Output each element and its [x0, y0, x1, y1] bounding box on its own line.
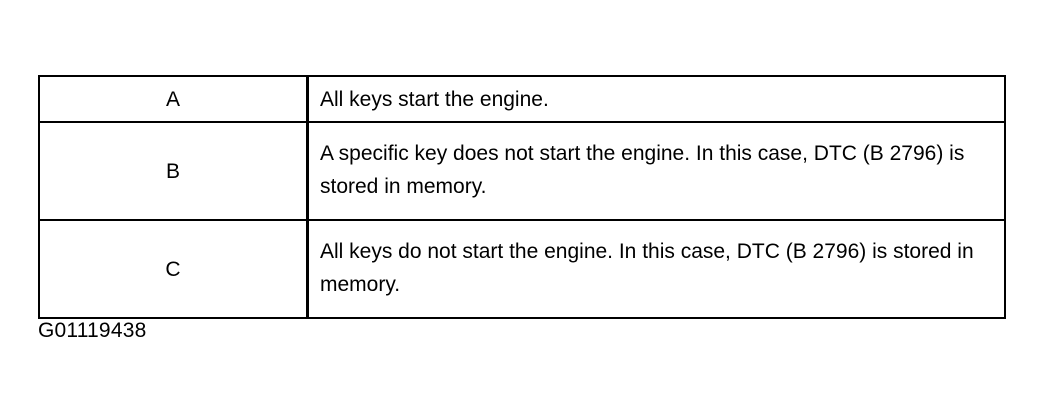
row-key-a: A	[39, 76, 309, 123]
condition-table: A All keys start the engine. B A specifi…	[38, 75, 1006, 319]
table-row-a: A All keys start the engine.	[39, 76, 1005, 123]
row-description-b: A specific key does not start the engine…	[307, 121, 1005, 221]
row-key-c: C	[39, 219, 309, 318]
row-description-a: All keys start the engine.	[307, 76, 1005, 123]
table-row-b: B A specific key does not start the engi…	[39, 121, 1005, 221]
row-key-b: B	[39, 121, 309, 221]
table-row-c: C All keys do not start the engine. In t…	[39, 219, 1005, 318]
row-description-c: All keys do not start the engine. In thi…	[307, 219, 1005, 318]
figure-code: G01119438	[38, 319, 147, 342]
